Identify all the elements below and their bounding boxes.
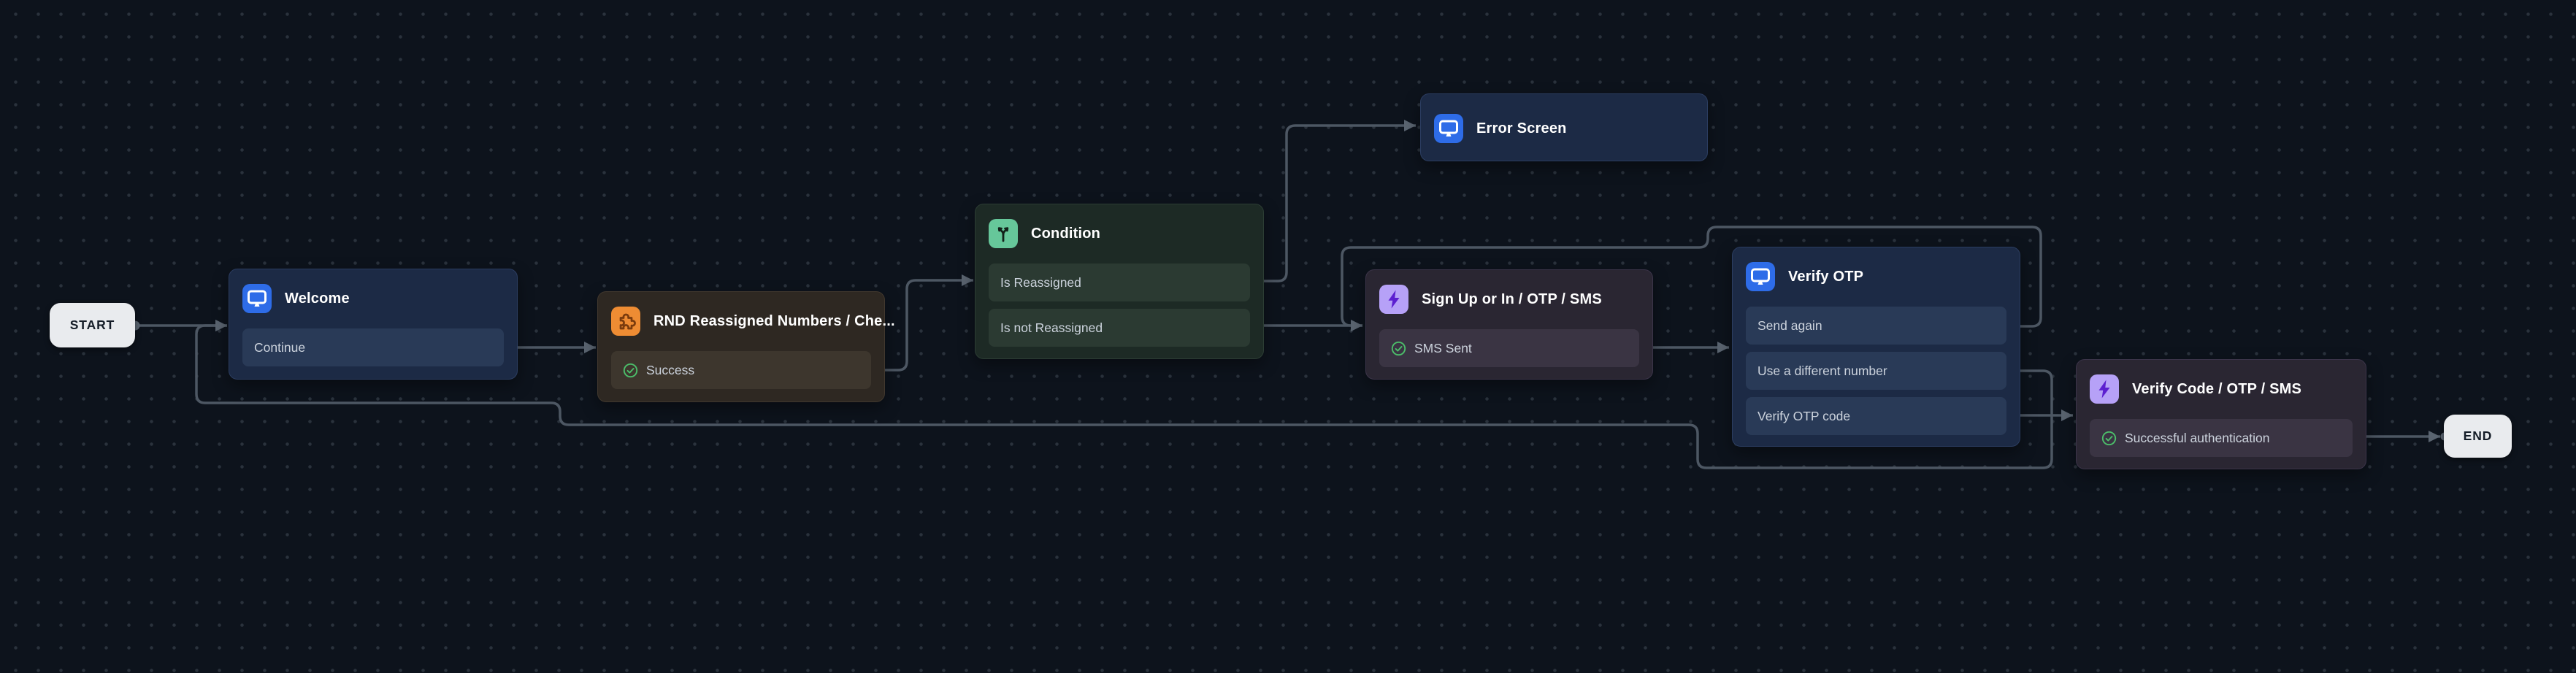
row-label: Successful authentication <box>2125 430 2270 445</box>
row-label: Verify OTP code <box>1757 408 1851 423</box>
check-circle-icon <box>1391 341 1406 356</box>
monitor-icon <box>242 284 272 313</box>
row-is-reassigned[interactable]: Is Reassigned <box>989 264 1250 301</box>
edge-arrowhead <box>1351 320 1362 331</box>
node-signup[interactable]: Sign Up or In / OTP / SMS SMS Sent <box>1365 269 1653 380</box>
node-title-verifyotp: Verify OTP <box>1788 268 1864 285</box>
node-title-rnd: RND Reassigned Numbers / Che... <box>653 312 895 329</box>
node-title-error: Error Screen <box>1476 120 1567 136</box>
row-label: Send again <box>1757 318 1822 333</box>
row-label: SMS Sent <box>1414 340 1472 355</box>
edge-arrowhead <box>1351 320 1362 331</box>
node-title-welcome: Welcome <box>285 290 350 307</box>
start-pill[interactable]: START <box>50 303 135 347</box>
node-verifycode[interactable]: Verify Code / OTP / SMS Successful authen… <box>2076 359 2366 469</box>
row-label: Continue <box>254 339 306 355</box>
edge-arrowhead <box>1404 120 1416 131</box>
edge-arrowhead <box>1717 342 1729 353</box>
row-successful-authentication[interactable]: Successful authentication <box>2090 419 2353 457</box>
edge-arrowhead <box>215 320 227 331</box>
row-send-again[interactable]: Send again <box>1746 307 2006 345</box>
row-success[interactable]: Success <box>611 351 871 389</box>
split-icon <box>989 219 1018 248</box>
node-condition[interactable]: Condition Is Reassigned Is not Reassigned <box>975 204 1264 359</box>
edge-arrowhead <box>215 320 227 331</box>
edge-arrowhead <box>2061 409 2073 421</box>
bolt-icon <box>1379 285 1408 314</box>
row-sms-sent[interactable]: SMS Sent <box>1379 329 1639 367</box>
node-title-signup: Sign Up or In / OTP / SMS <box>1422 291 1602 307</box>
end-pill[interactable]: END <box>2444 415 2512 458</box>
node-error[interactable]: Error Screen <box>1420 93 1708 161</box>
node-title-verifycode: Verify Code / OTP / SMS <box>2132 380 2302 397</box>
row-is-not-reassigned[interactable]: Is not Reassigned <box>989 309 1250 347</box>
end-label: END <box>2463 428 2493 443</box>
edge-arrowhead <box>584 342 596 353</box>
check-circle-icon <box>2101 431 2117 446</box>
row-label: Success <box>646 362 695 377</box>
node-title-condition: Condition <box>1031 225 1101 242</box>
bolt-icon <box>2090 374 2119 404</box>
puzzle-icon <box>611 307 640 336</box>
monitor-icon <box>1434 114 1463 143</box>
row-label: Use a different number <box>1757 363 1887 378</box>
check-circle-icon <box>623 363 638 378</box>
edge-start-to-welcome[interactable] <box>130 320 228 331</box>
node-rnd[interactable]: RND Reassigned Numbers / Che... Success <box>597 291 895 402</box>
edge-arrowhead <box>2429 431 2440 442</box>
edge-arrowhead <box>962 274 973 286</box>
row-use-a-different-number[interactable]: Use a different number <box>1746 352 2006 390</box>
row-verify-otp-code[interactable]: Verify OTP code <box>1746 397 2006 435</box>
start-label: START <box>69 318 115 332</box>
row-label: Is Reassigned <box>1000 274 1081 290</box>
row-continue[interactable]: Continue <box>242 328 504 366</box>
monitor-icon <box>1746 262 1775 291</box>
edge-is-reassigned-to-error[interactable] <box>1245 120 1417 286</box>
row-label: Is not Reassigned <box>1000 320 1103 335</box>
